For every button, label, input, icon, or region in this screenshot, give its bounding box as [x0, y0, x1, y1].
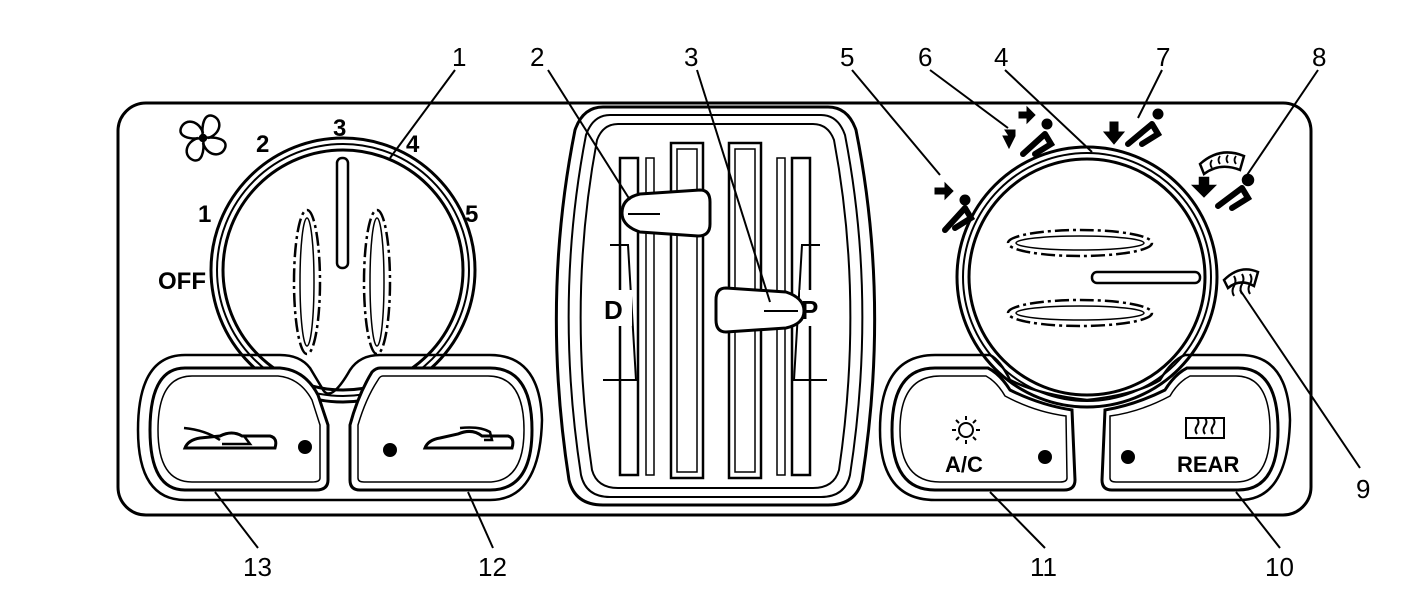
callout-13: 13 [243, 552, 272, 582]
callout-6: 6 [918, 42, 932, 72]
right-slider-knob[interactable] [714, 286, 806, 334]
outside-air-indicator-light [383, 443, 397, 457]
fan-icon [179, 114, 227, 162]
left-slider-knob[interactable] [620, 188, 712, 238]
outside-air-button[interactable] [348, 366, 534, 492]
fan-speed-dial[interactable] [209, 136, 477, 404]
rear-indicator-light [1121, 450, 1135, 464]
fan-label-1: 1 [198, 201, 211, 228]
recirculation-button[interactable] [148, 366, 330, 492]
floor-defrost-mode-icon [1190, 151, 1255, 211]
rear-defrost-button[interactable]: REAR [1100, 366, 1280, 492]
fan-label-3: 3 [333, 115, 346, 142]
ac-indicator-light [1038, 450, 1052, 464]
left-button-housing [136, 353, 544, 502]
outside-air-icon [422, 426, 515, 450]
callout-8: 8 [1312, 42, 1326, 72]
rear-defrost-icon [1185, 417, 1225, 439]
mode-dial[interactable] [955, 145, 1219, 409]
callout-5: 5 [840, 42, 854, 72]
recirculation-indicator-light [298, 440, 312, 454]
control-panel-outline [116, 101, 1313, 517]
callout-9: 9 [1356, 474, 1370, 504]
callout-2: 2 [530, 42, 544, 72]
fan-label-2: 2 [256, 131, 269, 158]
right-button-housing [878, 353, 1292, 502]
callout-4: 4 [994, 42, 1008, 72]
rear-button-label: REAR [1177, 452, 1239, 477]
callout-11: 11 [1030, 552, 1057, 582]
bi-level-mode-icon [1002, 105, 1056, 157]
defrost-mode-icon [1222, 268, 1260, 297]
slider-label-p: P [801, 295, 818, 325]
slider-label-d: D [604, 295, 623, 325]
callout-3: 3 [684, 42, 698, 72]
callout-10: 10 [1265, 552, 1294, 582]
floor-mode-icon [1102, 108, 1164, 147]
slider-housing [554, 105, 877, 507]
recirculation-icon [182, 426, 278, 450]
fan-label-off: OFF [158, 268, 206, 295]
callout-7: 7 [1156, 42, 1170, 72]
mode-dial-pointer [1090, 270, 1202, 285]
callout-12: 12 [478, 552, 507, 582]
ac-light-icon [952, 416, 980, 444]
fan-label-4: 4 [406, 131, 420, 158]
callout-1: 1 [452, 42, 466, 72]
callout-leader-lines [214, 69, 1361, 549]
fan-dial-pointer [335, 156, 350, 270]
ac-button[interactable]: A/C [890, 366, 1077, 492]
fan-label-5: 5 [465, 201, 478, 228]
vent-mode-icon [934, 181, 976, 233]
ac-button-label: A/C [945, 452, 983, 477]
